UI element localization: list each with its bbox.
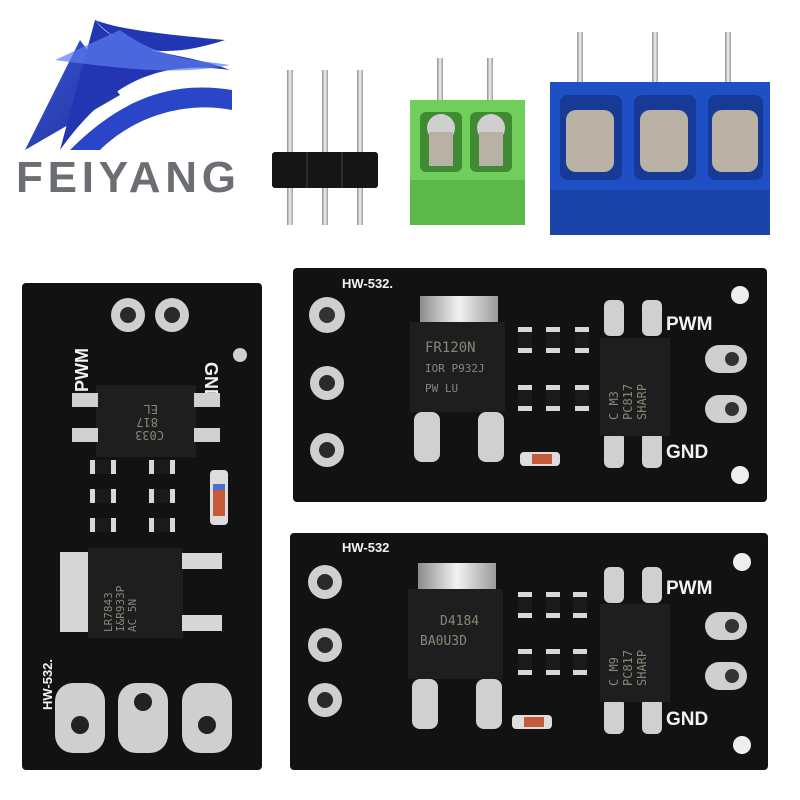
logo-text: FEIYANG [16,153,236,202]
gnd-label: GND [666,709,708,730]
blue-terminal-block [550,32,770,235]
svg-text:PC817: PC817 [621,384,635,420]
svg-text:C033: C033 [135,428,164,442]
svg-text:SHARP: SHARP [635,650,649,686]
model-label: HW-532. [40,659,55,710]
gnd-label: GND [201,362,221,402]
svg-text:D4184: D4184 [440,614,479,629]
green-terminal-block [410,58,525,225]
svg-text:FR120N: FR120N [425,340,476,356]
brand-logo: FEIYANG [16,20,236,202]
mosfet-chip [408,589,503,679]
svg-text:EL: EL [144,402,158,416]
svg-text:LR7843: LR7843 [102,592,115,632]
svg-text:C M9: C M9 [607,657,621,686]
pwm-label: PWM [666,314,712,335]
optocoupler-chip [600,604,670,702]
svg-text:IOR P932J: IOR P932J [425,362,485,375]
pwm-label: PWM [72,348,92,392]
mosfet-chip [88,548,183,638]
svg-text:SHARP: SHARP [635,384,649,420]
svg-text:I&R933P: I&R933P [114,585,127,632]
mosfet-board-d4184: HW-532 D4184 BA0U3D C M9 PC817 SHARP PWM… [290,533,768,770]
svg-text:BA0U3D: BA0U3D [420,634,467,649]
mosfet-board-fr120n: HW-532. FR120N IOR P932J PW LU C M3 PC81… [293,268,767,502]
optocoupler-chip [600,338,670,436]
svg-text:817: 817 [136,415,158,429]
pin-header [272,70,378,225]
pwm-label: PWM [666,578,712,599]
svg-text:AC 5N: AC 5N [126,599,139,632]
optocoupler-chip [96,385,196,457]
model-label: HW-532. [342,276,393,291]
svg-text:PW LU: PW LU [425,382,458,395]
mosfet-chip [410,322,505,412]
model-label: HW-532 [342,540,389,555]
gnd-label: GND [666,442,708,463]
mosfet-board-vertical: PWM GND C033 817 EL LR7843 I&R933P AC 5N… [22,283,262,770]
svg-text:C M3: C M3 [607,391,621,420]
svg-text:PC817: PC817 [621,650,635,686]
